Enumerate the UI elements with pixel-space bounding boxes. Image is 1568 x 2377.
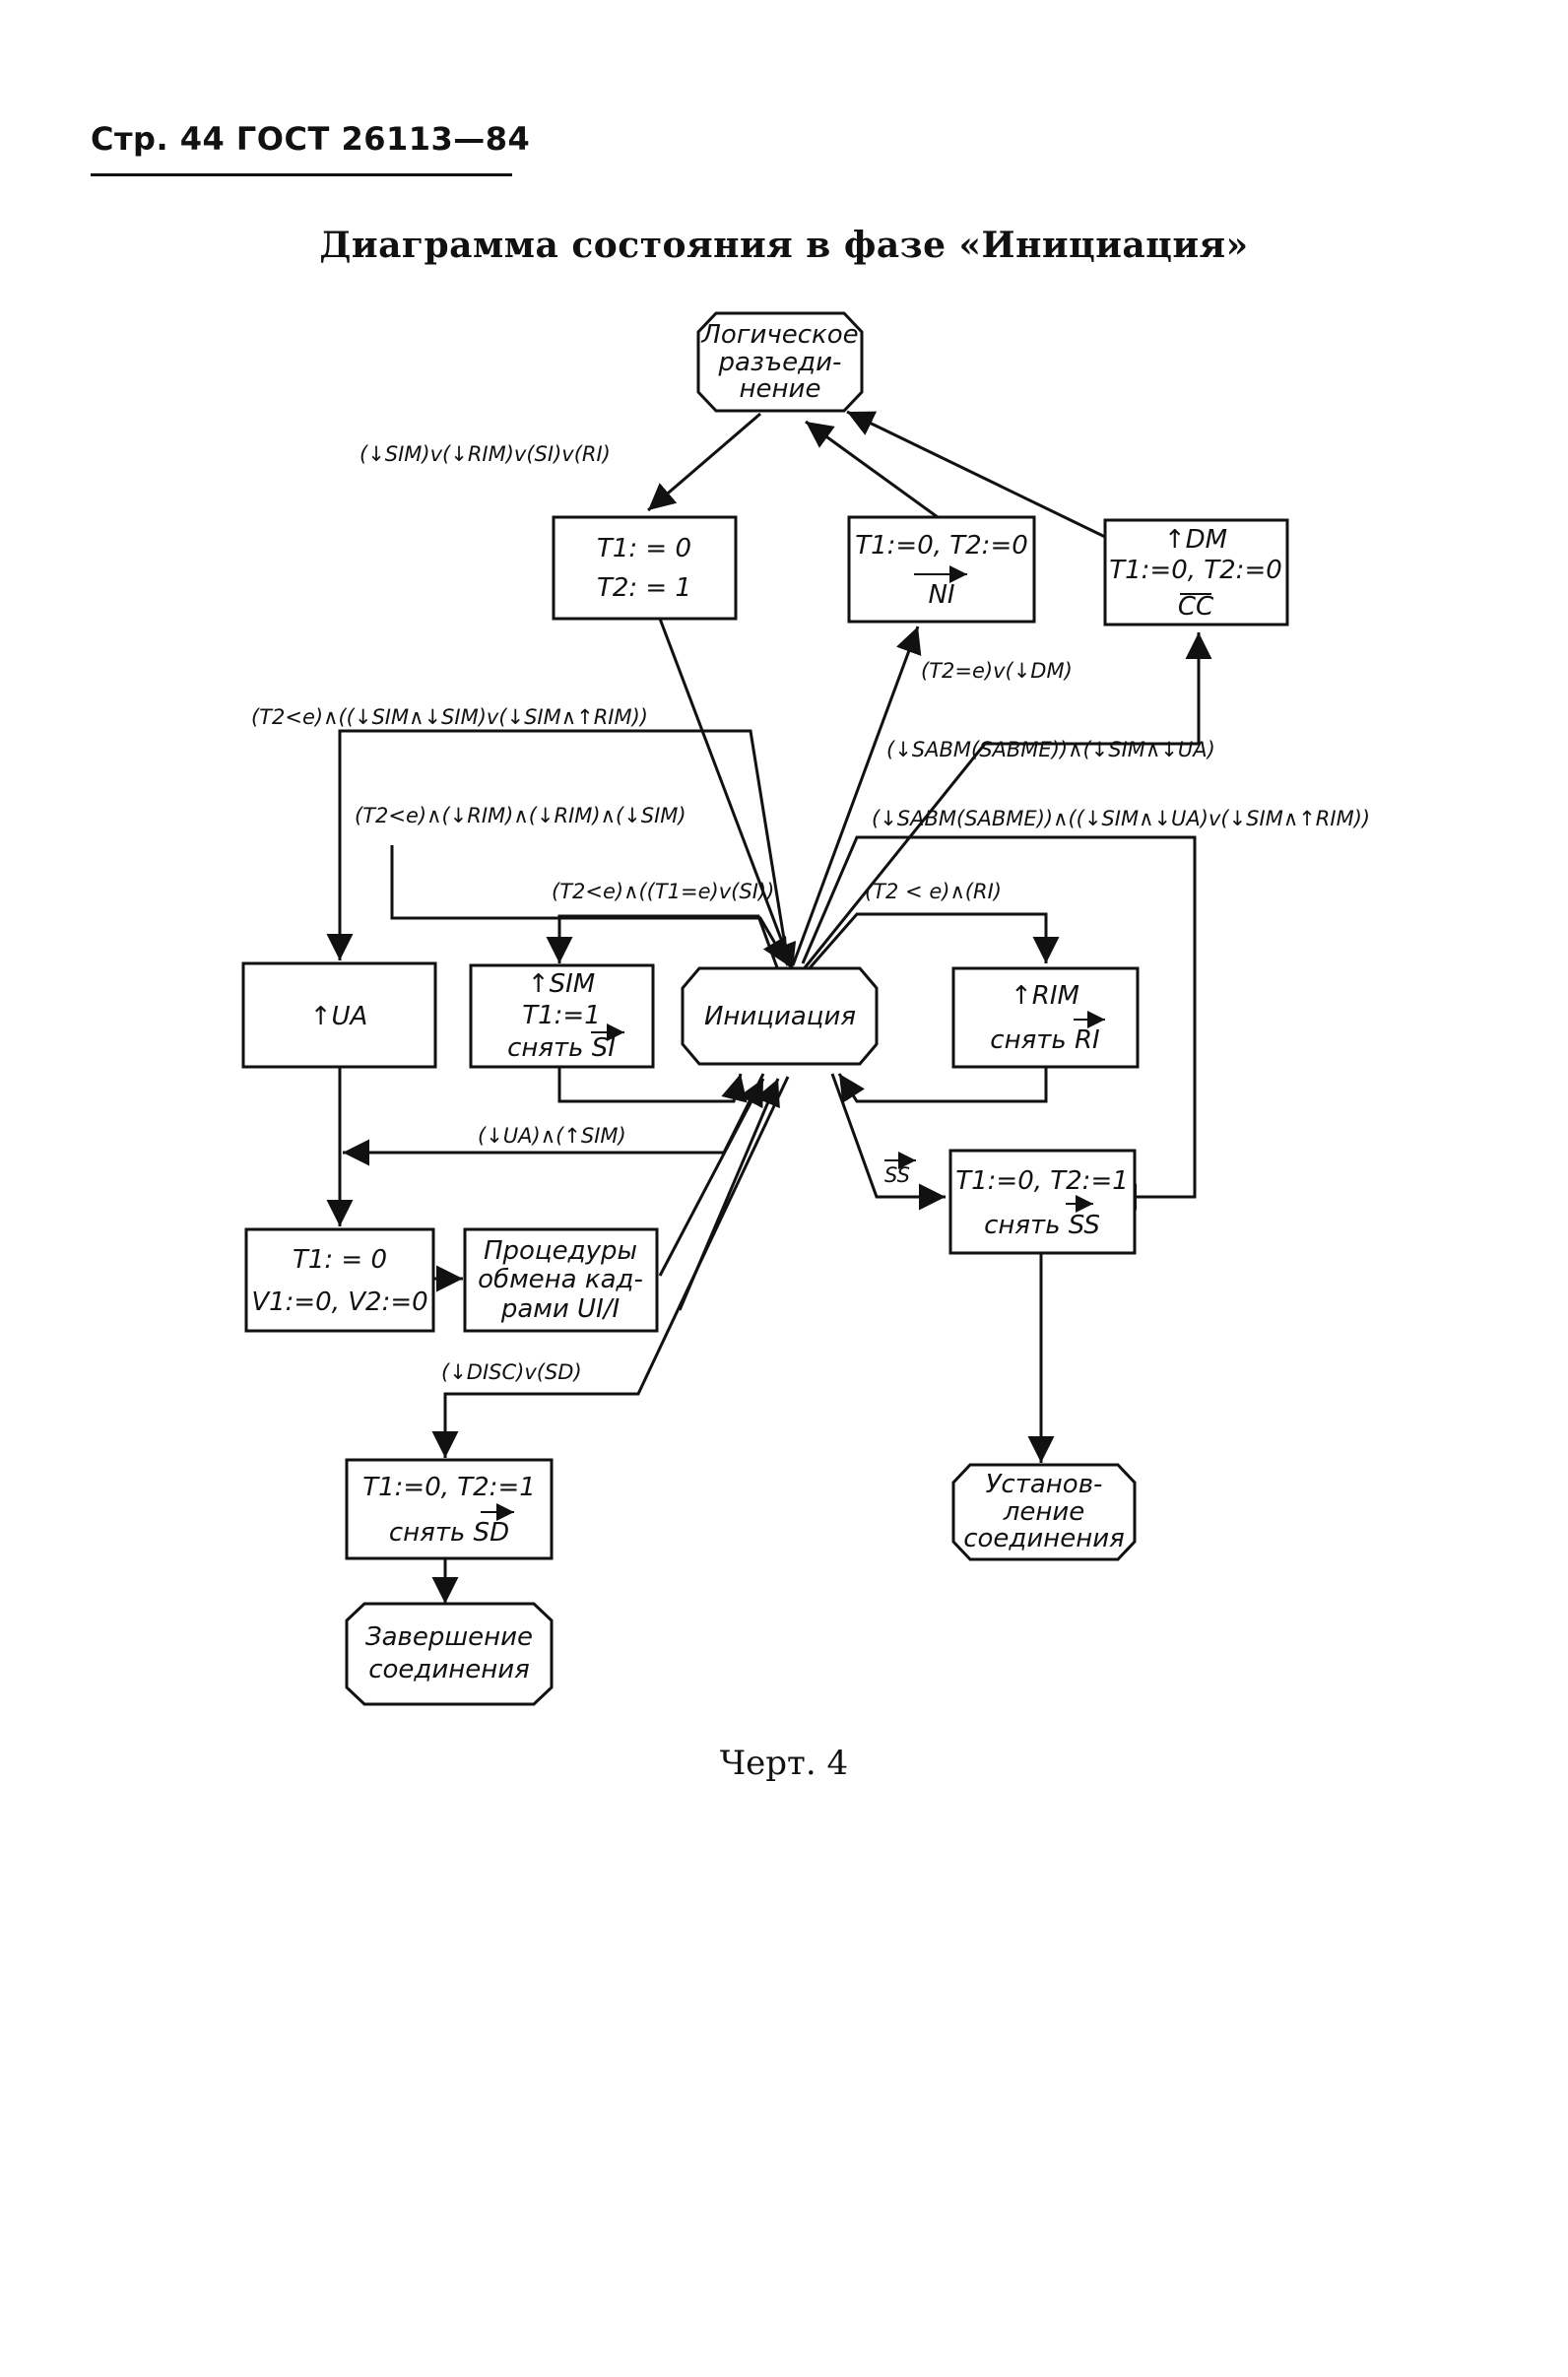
- node-text: T1: = 0: [293, 1245, 387, 1275]
- node-text: Установ-: [986, 1470, 1103, 1499]
- edge-label: (T2<e)∧((↓SIM∧↓SIM)v(↓SIM∧↑RIM)): [251, 705, 648, 729]
- node-initiation: Инициация: [681, 966, 879, 1066]
- edge-ui-to-initiation-1: [658, 1078, 765, 1277]
- node-text: CC: [1178, 592, 1214, 622]
- node-text: ↑SIM: [528, 969, 595, 999]
- edge-rim-to-initiation: [837, 1067, 1048, 1104]
- node-t1v: T1: = 0 V1:=0, V2:=0: [244, 1227, 435, 1333]
- node-text: Логическое: [700, 320, 858, 350]
- node-sd: T1:=0, T2:=1 снять SD: [345, 1458, 554, 1560]
- edge-initiation-to-sim: [546, 914, 780, 971]
- node-text: снять RI: [990, 1025, 1099, 1055]
- edge-label: (↓SABM(SABME))∧(↓SIM∧↓UA): [886, 738, 1215, 761]
- node-established: Установ- ление соединения: [951, 1463, 1137, 1561]
- node-ss: T1:=0, T2:=1 снять SS: [948, 1149, 1137, 1255]
- edge-dm-to-disconnect: [846, 410, 1106, 539]
- edge-label: (↓SABM(SABME))∧((↓SIM∧↓UA)v(↓SIM∧↑RIM)): [872, 807, 1370, 830]
- node-completion: Завершение соединения: [345, 1602, 554, 1706]
- edge-initiation-to-dm: [801, 632, 1212, 971]
- edge-initiation-to-ua: [326, 729, 790, 964]
- node-text: Процедуры: [484, 1236, 637, 1266]
- node-sim: ↑SIM T1:=1 снять SI: [469, 963, 655, 1069]
- node-text: ↑DM: [1164, 525, 1227, 555]
- edge-initiation-to-ss: [830, 1073, 946, 1211]
- node-ni: T1:=0, T2:=0 NI: [847, 515, 1036, 624]
- edge-reset-to-initiation: [658, 618, 797, 971]
- node-text: соединения: [963, 1524, 1125, 1553]
- edge-label: (T2 < e)∧(RI): [865, 880, 1002, 903]
- node-rim: ↑RIM снять RI: [951, 966, 1140, 1069]
- figure-caption: Черт. 4: [719, 1744, 849, 1783]
- node-text: T1:=0, T2:=1: [955, 1166, 1129, 1196]
- node-t1t2-reset: T1: = 0 T2: = 1: [552, 515, 738, 621]
- edge-label: (T2<e)∧(↓RIM)∧(↓RIM)∧(↓SIM): [355, 804, 686, 827]
- node-ui-exchange: Процедуры обмена кад- рами UI/I: [463, 1227, 659, 1333]
- node-text: ление: [1003, 1497, 1085, 1527]
- node-text: снять SI: [507, 1033, 616, 1063]
- edge-label: (↓UA)∧(↑SIM): [478, 1124, 626, 1148]
- node-text: снять SD: [389, 1518, 509, 1548]
- node-text: рами UI/I: [500, 1294, 620, 1324]
- edge-disconnect-to-reset: [647, 412, 761, 512]
- node-text: соединения: [368, 1655, 530, 1684]
- node-text: T1:=0, T2:=0: [855, 531, 1028, 561]
- node-ua: ↑UA: [241, 961, 437, 1069]
- node-text: нение: [740, 374, 821, 404]
- node-text: NI: [928, 580, 954, 610]
- node-text: T1:=0, T2:=0: [1109, 556, 1282, 585]
- edge-loop-left: [390, 845, 790, 966]
- node-text: T1:=1: [522, 1001, 601, 1030]
- edge-label: (T2=e)v(↓DM): [921, 659, 1073, 683]
- header-rule: [91, 173, 512, 176]
- node-dm: ↑DM T1:=0, T2:=0 CC: [1103, 518, 1289, 627]
- node-text: ↑UA: [310, 1002, 368, 1031]
- diagram-title: Диаграмма состояния в фазе «Инициация»: [319, 225, 1249, 266]
- node-text: Инициация: [704, 1002, 856, 1031]
- node-text: T1:=0, T2:=1: [362, 1473, 536, 1502]
- edge-initiation-to-rim: [806, 912, 1060, 971]
- edge-label: (↓SIM)v(↓RIM)v(SI)v(RI): [359, 442, 611, 466]
- edge-label: (↓DISC)v(SD): [441, 1360, 582, 1384]
- edge-ni-to-disconnect: [805, 420, 939, 519]
- edge-initiation-to-ss-loop: [801, 835, 1197, 1211]
- edge-initiation-to-ni: [791, 626, 922, 966]
- edge-label: (T2<e)∧((T1=e)v(SI)): [552, 880, 774, 903]
- page-header: Стр. 44 ГОСТ 26113—84: [91, 120, 531, 158]
- node-logical-disconnect: Логическое разъеди- нение: [696, 311, 864, 413]
- node-text: снять SS: [984, 1211, 1100, 1240]
- node-text: Завершение: [365, 1622, 533, 1652]
- node-text: T2: = 1: [597, 573, 691, 603]
- edge-initiation-to-sd: [431, 1076, 790, 1458]
- edge-label: SS: [884, 1163, 910, 1187]
- node-text: ↑RIM: [1011, 981, 1079, 1011]
- node-text: обмена кад-: [478, 1265, 643, 1294]
- node-text: разъеди-: [718, 348, 842, 377]
- edge-sim-to-initiation: [557, 1067, 748, 1103]
- node-text: T1: = 0: [597, 534, 691, 563]
- node-text: V1:=0, V2:=0: [251, 1288, 427, 1317]
